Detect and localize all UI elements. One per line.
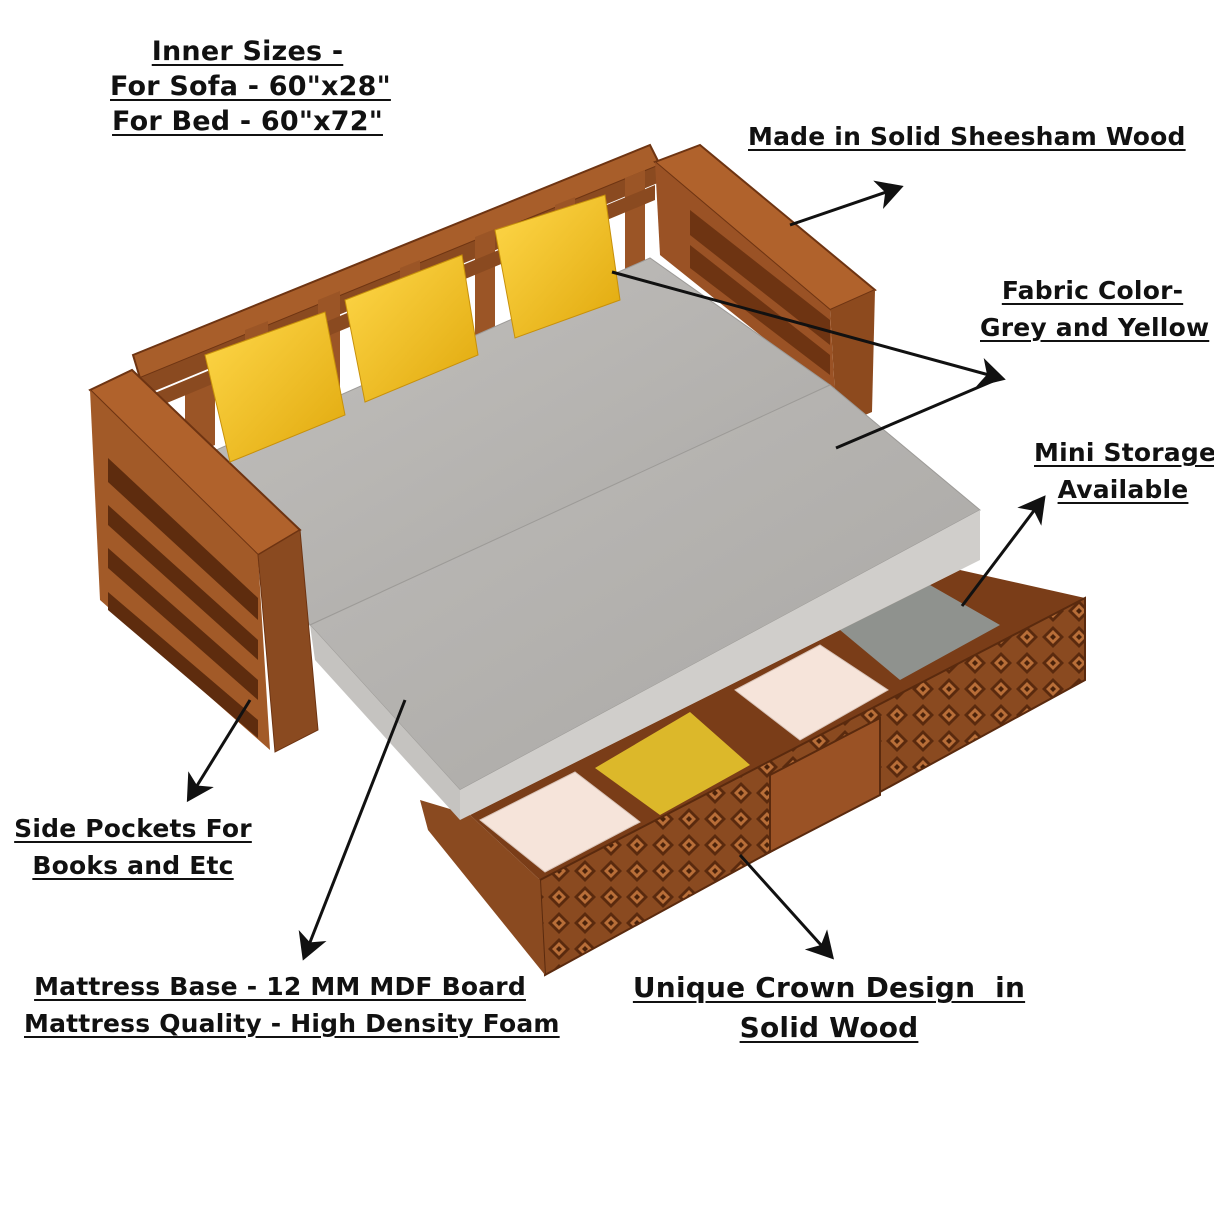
inner-sizes-label: Inner Sizes - For Sofa - 60"x28" For Bed… bbox=[110, 36, 391, 137]
side-pockets-label: Side Pockets For Books and Etc bbox=[12, 816, 254, 878]
mattress-quality: Mattress Quality - High Density Foam bbox=[24, 1009, 560, 1038]
grey-cushion bbox=[840, 585, 1000, 680]
bed-mattress bbox=[309, 384, 981, 820]
yellow-cushion bbox=[595, 712, 750, 815]
side-pockets-line2: Books and Etc bbox=[32, 851, 234, 880]
storage-label: Mini Storage Available bbox=[1034, 438, 1214, 504]
callout-arrows bbox=[186, 180, 1046, 961]
yellow-pillows bbox=[204, 194, 621, 463]
wood-arrow bbox=[789, 180, 904, 227]
wood-text: Made in Solid Sheesham Wood bbox=[748, 122, 1186, 151]
storage-heading: Mini Storage bbox=[1034, 438, 1214, 467]
fabric-label: Fabric Color- Grey and Yellow bbox=[980, 276, 1210, 342]
cream-cushion-right bbox=[734, 644, 889, 741]
left-armrest bbox=[88, 368, 319, 753]
mattress-base: Mattress Base - 12 MM MDF Board bbox=[34, 972, 526, 1001]
crown-design-line1: Unique Crown Design in bbox=[632, 971, 1026, 1004]
inner-sizes-heading: Inner Sizes - bbox=[151, 36, 344, 67]
side-pocket-shelves bbox=[108, 458, 258, 738]
fabric-colors: Grey and Yellow bbox=[980, 313, 1210, 342]
bed-size: For Bed - 60"x72" bbox=[112, 106, 383, 137]
right-armrest bbox=[653, 143, 877, 418]
mattress-arrow bbox=[298, 699, 407, 961]
crown-design-label: Unique Crown Design in Solid Wood bbox=[630, 974, 1028, 1042]
storage-arrow bbox=[960, 495, 1046, 607]
cream-cushion-left bbox=[479, 771, 641, 873]
side-pockets-line1: Side Pockets For bbox=[14, 814, 252, 843]
fabric-heading: Fabric Color- bbox=[1001, 276, 1184, 305]
fabric-arrow-2 bbox=[835, 376, 1001, 450]
sofa-size: For Sofa - 60"x28" bbox=[110, 71, 391, 102]
storage-available: Available bbox=[1057, 475, 1189, 504]
pockets-arrow bbox=[186, 699, 252, 803]
crown-arrow bbox=[738, 853, 835, 960]
mattress-label: Mattress Base - 12 MM MDF Board Mattress… bbox=[24, 972, 560, 1038]
fabric-arrow-1 bbox=[611, 270, 1006, 387]
storage-drawer bbox=[420, 570, 1086, 977]
wood-label: Made in Solid Sheesham Wood bbox=[748, 122, 1186, 151]
crown-design-line2: Solid Wood bbox=[739, 1011, 919, 1044]
